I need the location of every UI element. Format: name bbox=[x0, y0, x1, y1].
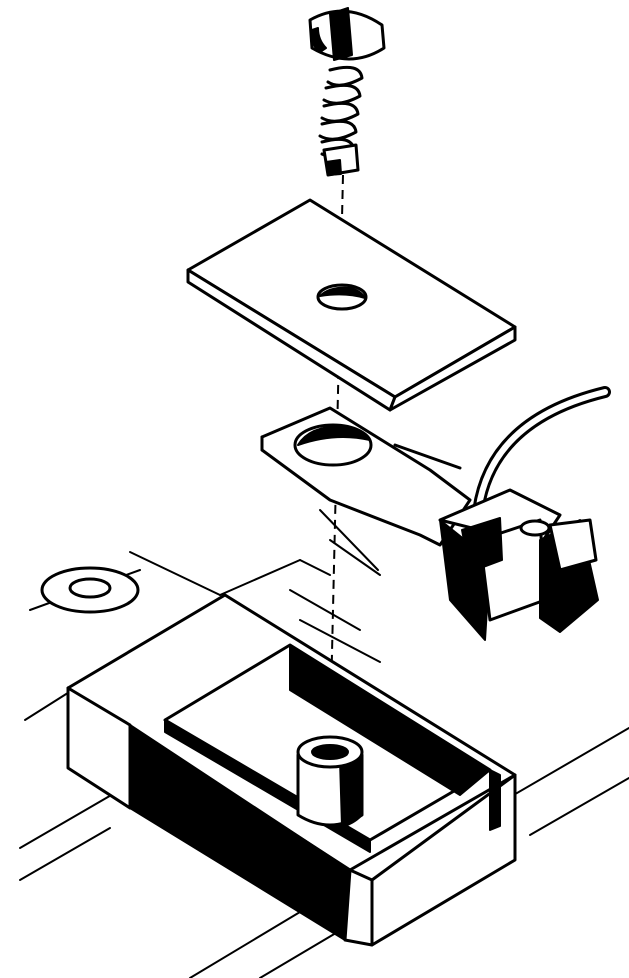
car-underframe bbox=[19, 539, 629, 978]
draft-gear-box-icon bbox=[66, 593, 517, 947]
coil-spring-icon bbox=[318, 65, 364, 177]
cylinder-post-icon bbox=[296, 735, 364, 827]
knuckle-coupler-icon bbox=[260, 386, 611, 641]
screw-icon bbox=[308, 7, 386, 61]
washer bbox=[40, 566, 140, 614]
cover-plate-icon bbox=[186, 198, 517, 412]
